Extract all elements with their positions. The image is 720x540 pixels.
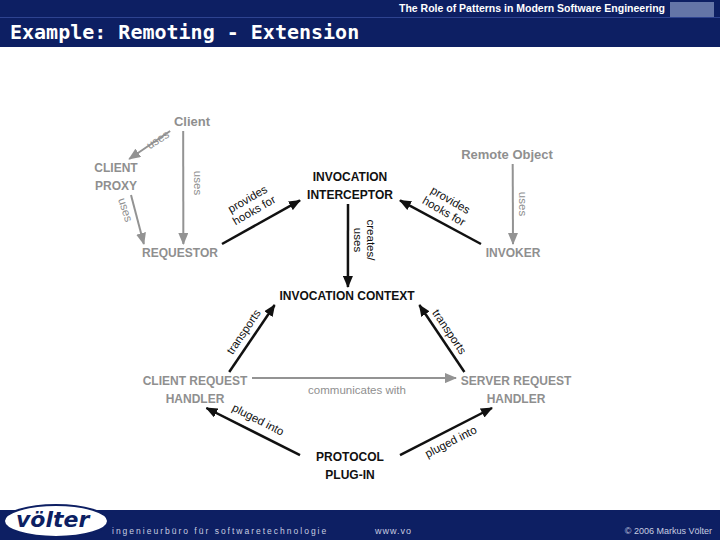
footer-band: [0, 510, 720, 540]
pattern-name: INVOCATION INTERCEPTOR: [300, 168, 400, 204]
connector-label: uses: [138, 124, 179, 157]
connector-label: uses: [191, 163, 204, 203]
footer-text: ingenieurbüro für softwaretechnologie: [112, 526, 328, 536]
pattern-name: REQUESTOR: [138, 244, 222, 262]
pattern-name: CLIENT PROXY: [86, 159, 146, 195]
slide-title: Example: Remoting - Extension: [10, 20, 359, 44]
footer-copyright: © 2006 Markus Völter: [625, 526, 712, 536]
header-rule: [0, 17, 720, 18]
connector-label: communicates with: [287, 384, 427, 397]
pattern-name: PROTOCOL PLUG-IN: [300, 448, 400, 484]
header-logo: [670, 2, 714, 17]
logo-text: völter: [16, 507, 89, 532]
header-text: The Role of Patterns in Modern Software …: [399, 2, 665, 14]
pattern-name-text: PROTOCOL PLUG-IN: [300, 448, 400, 484]
pattern-name-text: INVOCATION INTERCEPTOR: [300, 168, 400, 204]
connector-arrow: [347, 204, 350, 287]
connector-label: uses: [113, 189, 138, 231]
pattern-name: INVOKER: [481, 244, 545, 262]
header-band: [0, 0, 720, 47]
pattern-name: INVOCATION CONTEXT: [270, 287, 424, 305]
pattern-name: Client: [166, 113, 218, 131]
connector-label: transports: [216, 295, 272, 369]
connector-arrow: [252, 377, 456, 379]
pattern-name-text: Client: [174, 113, 210, 131]
pattern-name-text: SERVER REQUEST HANDLER: [456, 372, 576, 408]
pattern-name-text: INVOCATION CONTEXT: [279, 287, 414, 305]
connector-arrow: [182, 131, 184, 244]
connector-arrow: [512, 164, 514, 244]
pattern-name: Remote Object: [450, 146, 564, 164]
connector-label: uses: [516, 184, 529, 224]
connector-label: transports: [421, 295, 477, 369]
connector-label: creates/ uses: [351, 212, 377, 268]
pattern-name-text: INVOKER: [486, 244, 541, 262]
footer-url: www.vo: [375, 526, 412, 536]
connector-label: provides hooks for: [414, 179, 481, 233]
footer-logo-badge: [4, 505, 108, 537]
pattern-name-text: CLIENT PROXY: [86, 159, 146, 195]
connector-label: provides hooks for: [218, 178, 285, 232]
pattern-name-text: REQUESTOR: [142, 244, 218, 262]
connector-label: pluged into: [219, 396, 296, 444]
pattern-name-text: Remote Object: [461, 146, 553, 164]
pattern-name: SERVER REQUEST HANDLER: [456, 372, 576, 408]
connector-label: pluged into: [412, 418, 489, 466]
